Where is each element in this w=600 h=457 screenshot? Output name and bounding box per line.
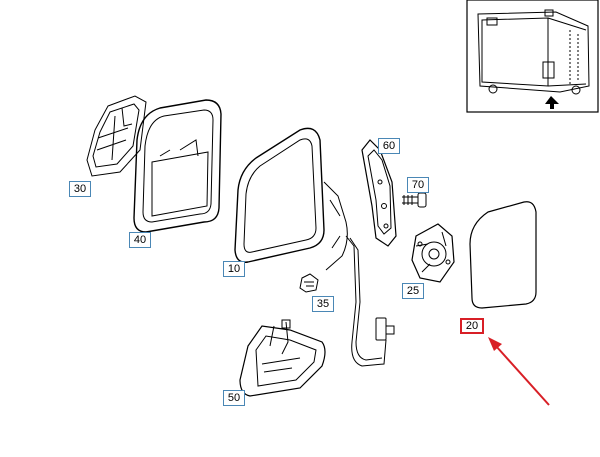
callout-70[interactable]: 70 [407,177,429,193]
callout-60[interactable]: 60 [378,138,400,154]
callout-40[interactable]: 40 [129,232,151,248]
part-25-drawing [411,223,455,283]
callout-20[interactable]: 20 [460,318,484,334]
part-10-drawing [234,127,387,367]
callout-25[interactable]: 25 [402,283,424,299]
part-70-drawing [402,192,427,208]
part-40-drawing [133,99,222,233]
callout-30[interactable]: 30 [69,181,91,197]
part-20-drawing [469,201,537,309]
part-35-drawing [299,273,319,293]
callout-35[interactable]: 35 [312,296,334,312]
callout-10[interactable]: 10 [223,261,245,277]
part-50-drawing [239,319,326,397]
highlight-arrow-icon [488,337,550,406]
callout-50[interactable]: 50 [223,390,245,406]
part-60-drawing [361,139,397,247]
vehicle-locator-inset [466,0,599,113]
cable-connector-drawing [375,317,395,341]
locator-arrow-icon [545,96,559,109]
part-30-drawing [86,95,147,177]
